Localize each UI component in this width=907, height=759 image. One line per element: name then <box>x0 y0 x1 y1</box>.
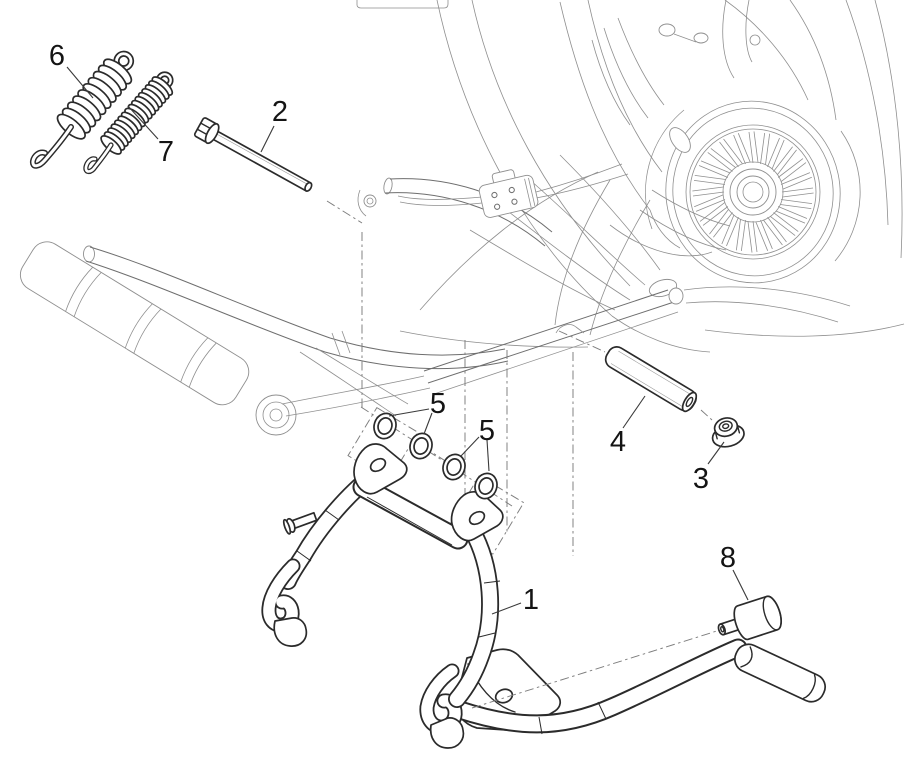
phantom-lines <box>326 200 713 556</box>
bolt-2 <box>193 117 313 192</box>
callout-pivot-pin: 4 <box>610 426 626 458</box>
cable-connector <box>478 169 539 218</box>
roller-8 <box>717 595 783 641</box>
lever-paddle <box>734 643 826 703</box>
center-stand <box>261 443 826 749</box>
spring-7 <box>83 71 174 175</box>
callout-pivot-bolt: 2 <box>272 96 288 128</box>
callout-center-stand: 1 <box>523 584 539 616</box>
washers <box>373 412 498 500</box>
leader-lines <box>66 66 749 615</box>
spring-6 <box>29 50 135 169</box>
callout-spring-outer: 6 <box>49 40 65 72</box>
callout-spring-inner: 7 <box>158 136 174 168</box>
callout-nut: 3 <box>693 463 709 495</box>
frame-bolt-seat <box>357 189 377 217</box>
callout-washers-front: 5 <box>430 388 446 420</box>
suspension-cylinder <box>19 241 250 406</box>
pin-4 <box>604 346 698 413</box>
callout-labels: 1 2 3 4 5 5 6 7 8 <box>49 40 736 616</box>
washer <box>474 472 498 500</box>
washer <box>373 412 397 440</box>
washer <box>442 453 466 481</box>
scooter-body-drawing <box>19 0 905 436</box>
callout-roller: 8 <box>720 542 736 574</box>
callout-washers-rear: 5 <box>479 415 495 447</box>
spring-post <box>282 511 318 535</box>
washer <box>409 432 433 460</box>
nut-3 <box>711 417 745 448</box>
roller-axis-line <box>471 629 721 709</box>
